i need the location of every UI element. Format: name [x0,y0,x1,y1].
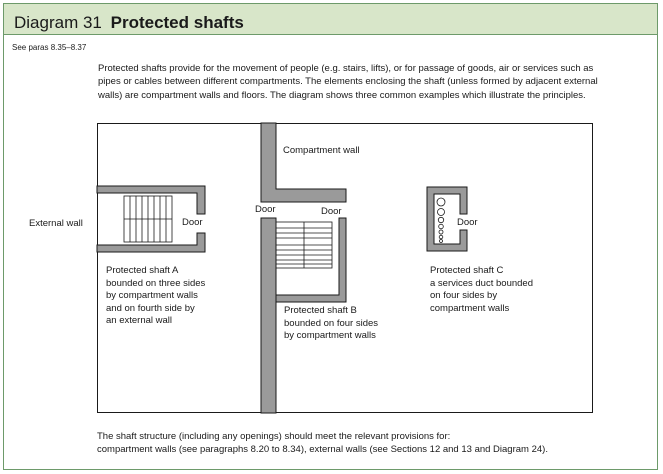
door-label-b-right: Door [321,206,342,217]
door-label-b-left: Door [255,204,276,215]
shaft-b-line1: Protected shaft B [284,305,357,316]
shaft-a-line2: bounded on three sides [106,277,206,289]
shaft-b-line2: bounded on four sides [284,317,379,329]
diagram-title-text: Protected shafts [110,13,244,32]
shaft-a-line1: Protected shaft A [106,265,179,276]
shaft-c-walls [426,186,468,252]
shaft-c-line3: on four sides by [430,290,498,301]
diagram-frame [3,3,658,470]
see-paras-reference: See paras 8.35–8.37 [12,43,87,52]
diagram-title: Diagram 31 Protected shafts [14,13,244,33]
shaft-a-walls [96,185,206,253]
compartment-wall-lower [260,217,277,414]
shaft-c-line2: a services duct bounded [430,277,533,289]
shaft-b-stairs [275,221,333,269]
footer-line1: The shaft structure (including any openi… [97,431,451,442]
shaft-b-description: Protected shaft B bounded on four sides … [284,305,378,343]
external-wall-label: External wall [29,218,83,229]
footer-note: The shaft structure (including any openi… [97,430,657,456]
shaft-b-right-wall [275,217,347,303]
shaft-b-line3: by compartment walls [284,330,376,341]
compartment-wall-label: Compartment wall [283,145,360,156]
shaft-a-line5: an external wall [106,315,173,326]
shaft-a-line3: by compartment walls [106,290,198,301]
shaft-c-line1: Protected shaft C [430,265,504,276]
intro-paragraph: Protected shafts provide for the movemen… [98,63,598,101]
door-label-c: Door [457,217,478,228]
shaft-a-stairs [123,195,173,243]
shaft-a-description: Protected shaft A bounded on three sides… [106,265,205,328]
door-label-a: Door [182,217,203,228]
shaft-a-line4: and on fourth side by [106,302,195,314]
diagram-number: Diagram 31 [14,13,102,32]
shaft-c-description: Protected shaft C a services duct bounde… [430,265,533,315]
shaft-c-line4: compartment walls [430,302,510,314]
shaft-c-services [436,197,446,243]
compartment-wall-upper [260,122,347,203]
footer-line2: compartment walls (see paragraphs 8.20 t… [97,444,548,455]
title-bar: Diagram 31 Protected shafts [4,4,657,35]
